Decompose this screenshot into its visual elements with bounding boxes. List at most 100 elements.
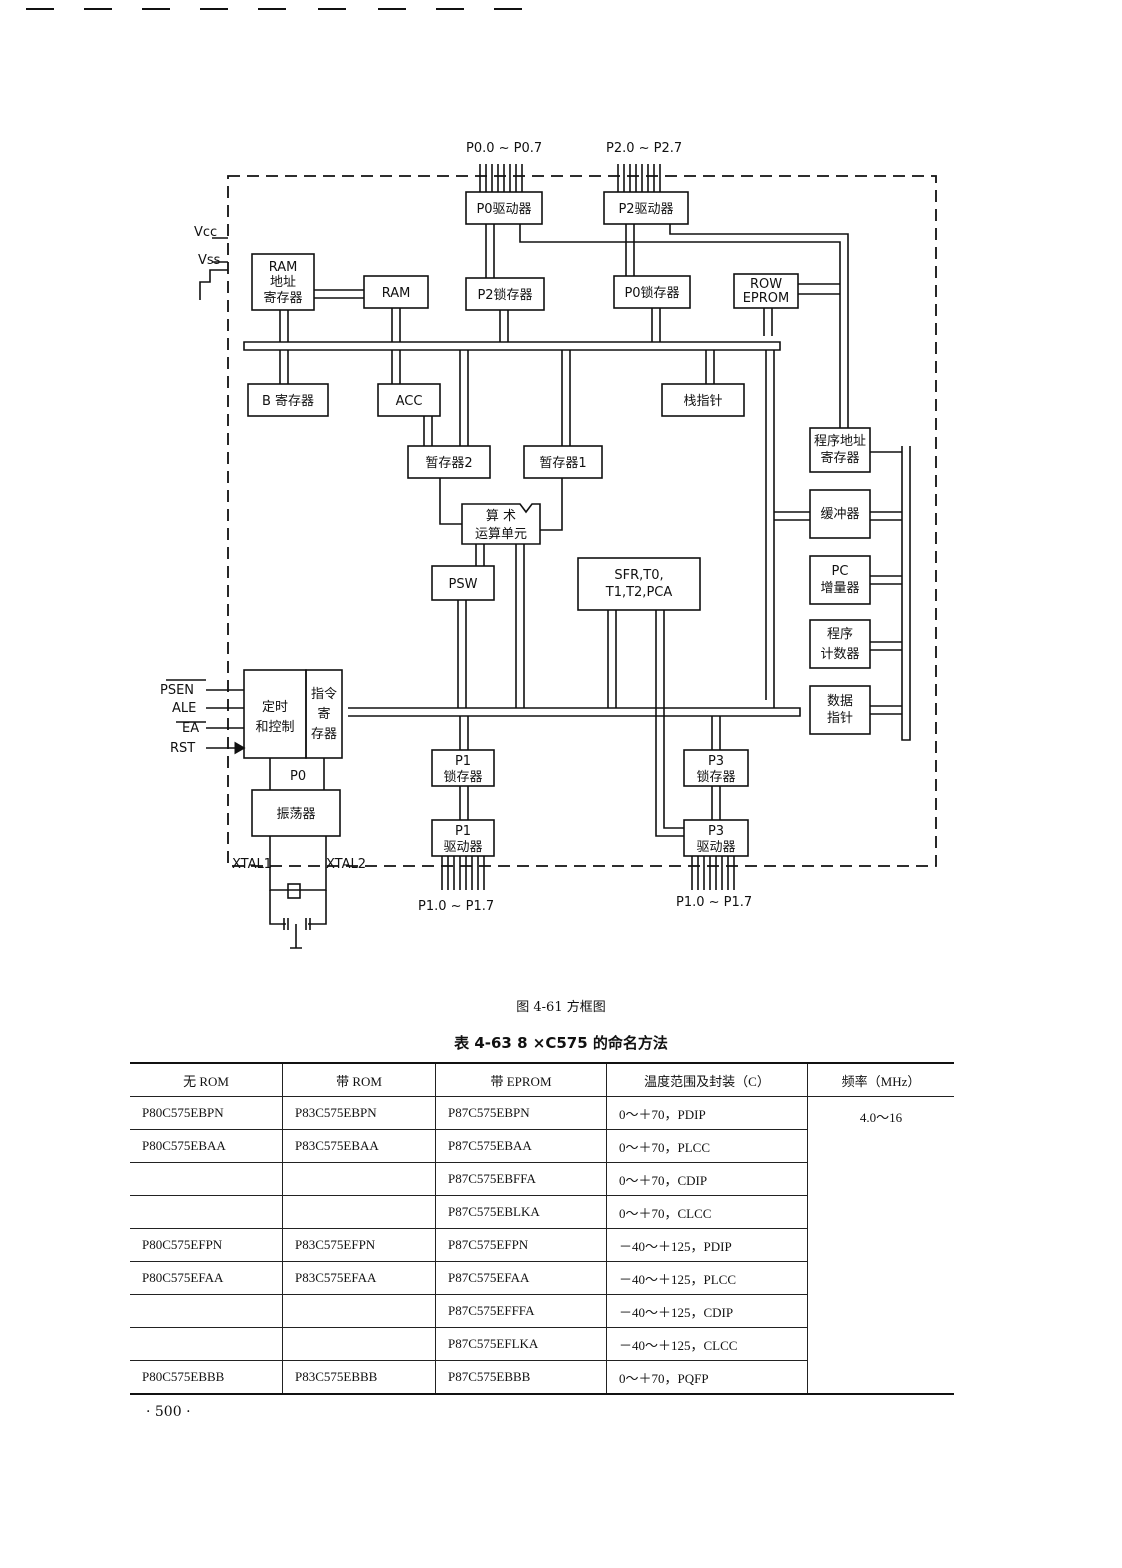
cell: 0～＋70，PQFP [606,1360,808,1395]
ir-label: 寄 [317,706,330,722]
internal-bus-bottom [348,707,801,717]
cell: 0～＋70，CLCC [606,1195,808,1229]
dptr-box [809,685,871,735]
ir-label: 存器 [311,727,337,742]
pc-inc-label: PC [832,564,849,579]
psw-label: PSW [449,577,478,592]
p3-latch-box [683,749,749,787]
buffer-box [809,489,871,539]
psen-label: PSEN [160,683,194,698]
p0-under-label: P0 [290,769,306,784]
cell: P87C575EBLKA [435,1195,607,1229]
p1-latch-label: 锁存器 [443,769,482,785]
rst-label: RST [170,741,195,756]
acc-box [377,383,441,417]
naming-table: 无 ROM 带 ROM 带 EPROM 温度范围及封装（C） 频率（MHz） P… [130,1062,954,1395]
stack-ptr-label: 栈指针 [683,394,722,409]
cell: P87C575EFLKA [435,1327,607,1361]
cell: －40～＋125，CDIP [606,1294,808,1328]
p2-latch-label: P2锁存器 [477,287,532,303]
sfr-box [577,557,701,611]
table-row: P80C575EBAA P83C575EBAA P87C575EBAA 0～＋7… [130,1129,954,1163]
table-title: 表 4-63 8 ×C575 的命名方法 [454,1034,668,1052]
p1-driver-label: 驱动器 [443,840,482,855]
ir-label: 指令 [311,687,337,702]
p0-driver-label: P0驱动器 [476,202,531,217]
p0-pins-label: P0.0 ~ P0.7 [466,141,542,156]
p3-latch-label: 锁存器 [696,769,735,785]
table-row: P87C575EBFFA 0～＋70，CDIP [130,1162,954,1196]
freq-cell: 4.0～16 [807,1096,954,1395]
p3-driver-label: P3 [708,824,724,839]
header-dash [26,8,54,10]
osc-label: 振荡器 [276,807,315,822]
header-dash [142,8,170,10]
cell: P80C575EFAA [130,1261,283,1295]
timing-label: 定时 [262,700,288,715]
p1-driver-box [431,819,495,857]
internal-bus-top [243,341,781,351]
header-dash [318,8,346,10]
table-row: P87C575EBLKA 0～＋70，CLCC [130,1195,954,1229]
p3-pins-label: P1.0 ~ P1.7 [676,895,752,910]
col-header: 温度范围及封装（C） [606,1063,808,1097]
table-row: P87C575EFLKA －40～＋125，CLCC [130,1327,954,1361]
col-header: 带 ROM [282,1063,436,1097]
alu-label: 算 术 [486,509,516,524]
header-dash [84,8,112,10]
cell [282,1294,436,1328]
cell: P80C575EBPN [130,1096,283,1130]
cell: P80C575EBAA [130,1129,283,1163]
cell [130,1162,283,1196]
buffer-label: 缓冲器 [820,507,859,522]
cell: 0～＋70，CDIP [606,1162,808,1196]
cell: P87C575EBFFA [435,1162,607,1196]
col-header: 无 ROM [130,1063,283,1097]
prog-addr-label: 寄存器 [820,450,859,466]
cell: P87C575EBAA [435,1129,607,1163]
cell: －40～＋125，PLCC [606,1261,808,1295]
p1-pins-label: P1.0 ~ P1.7 [418,899,494,914]
dptr-label: 指针 [827,711,853,726]
vss-label: Vss [198,253,221,268]
alu-label: 运算单元 [475,527,527,542]
cell: 0～＋70，PDIP [606,1096,808,1130]
cell: P80C575EFPN [130,1228,283,1262]
alu-box [461,503,541,545]
rom-label: ROW [750,277,782,292]
pc-label: 程序 [827,627,853,642]
rom-label: EPROM [743,291,790,306]
ram-addr-label: 寄存器 [263,290,302,306]
cell: －40～＋125，PDIP [606,1228,808,1262]
b-reg-label: B 寄存器 [262,393,314,409]
pc-inc-label: 增量器 [820,581,859,596]
table-row: P80C575EFPN P83C575EFPN P87C575EFPN －40～… [130,1228,954,1262]
tmp2-label: 暂存器2 [425,456,472,471]
p1-latch-label: P1 [455,754,471,769]
p2-driver-box [603,191,689,225]
cell [130,1195,283,1229]
p1-driver-label: P1 [455,824,471,839]
tmp1-box [523,445,603,479]
header-dash [378,8,406,10]
cell: P80C575EBBB [130,1360,283,1395]
acc-label: ACC [396,394,423,409]
p3-latch-label: P3 [708,754,724,769]
ea-label: EA [182,721,199,736]
p2-pins-label: P2.0 ~ P2.7 [606,141,682,156]
header-dash [494,8,522,10]
cell: P83C575EFAA [282,1261,436,1295]
p3-driver-label: 驱动器 [696,840,735,855]
cell: P87C575EFPN [435,1228,607,1262]
vcc-label: Vcc [194,225,217,240]
prog-addr-label: 程序地址 [814,434,866,449]
cell [130,1294,283,1328]
cell: P87C575EFAA [435,1261,607,1295]
figure-caption: 图 4-61 方框图 [516,1000,606,1015]
p1-latch-box [431,749,495,787]
xtal2-label: XTAL2 [326,857,366,872]
timing-label: 和控制 [255,720,294,735]
table-row: P80C575EBPN P83C575EBPN P87C575EBPN 0～＋7… [130,1096,954,1395]
ram-label: RAM [382,286,411,301]
cell: P83C575EFPN [282,1228,436,1262]
